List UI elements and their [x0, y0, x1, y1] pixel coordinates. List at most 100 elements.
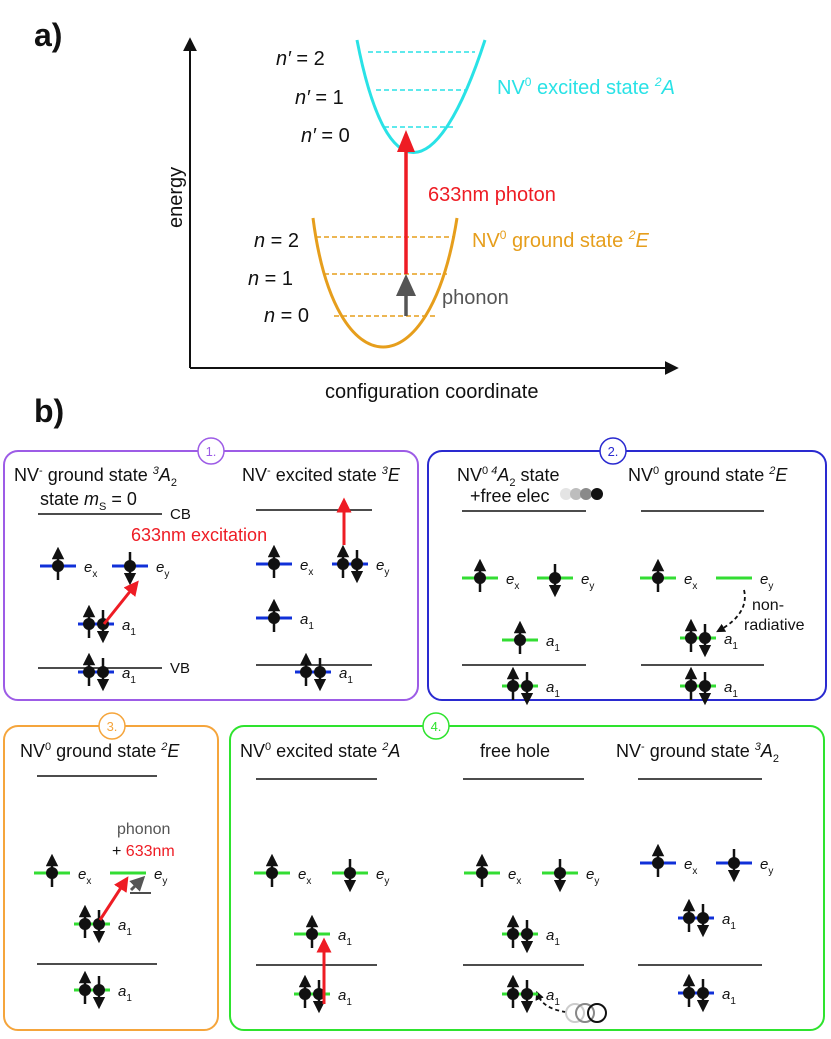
b2-a1: a1	[502, 620, 560, 654]
orbital-label-a1: a1	[338, 987, 352, 1008]
svg-text:n = 1: n = 1	[248, 268, 293, 290]
electron	[299, 988, 311, 1000]
orbital-label-a1: a1	[722, 986, 736, 1007]
excited-level-label-0: n′ = 0	[301, 125, 350, 147]
box4-middle-title: free hole	[480, 741, 550, 761]
electron	[683, 912, 695, 924]
b3-ex: ex	[34, 853, 91, 887]
b1r-a1: a1	[256, 598, 314, 632]
b4-ex: ex	[254, 853, 311, 887]
electron	[344, 867, 356, 879]
orbital-label-ex: ex	[684, 856, 697, 877]
box2-left-title: NV0 4A2 state	[457, 465, 560, 489]
b4r-ex: ex	[640, 843, 697, 877]
photon-label: 633nm photon	[428, 184, 556, 206]
orbital-label-ex: ex	[84, 559, 97, 580]
ground-level-label-2: n = 2	[254, 230, 299, 252]
ground-level-label-0: n = 0	[264, 305, 309, 327]
electron	[46, 867, 58, 879]
electron	[79, 918, 91, 930]
electron	[699, 680, 711, 692]
free-electron-trail	[560, 488, 603, 500]
electron	[554, 867, 566, 879]
ground-state-title: NV0 ground state 2E	[472, 228, 649, 252]
electron	[351, 558, 363, 570]
orbital-label-ex: ex	[78, 866, 91, 887]
box-4	[229, 725, 825, 1031]
box3-phonon-arrow	[129, 875, 146, 892]
orbital-label-a1: a1	[724, 631, 738, 652]
orbital-label-ey: ey	[156, 559, 169, 580]
box-1-number: 1.	[206, 444, 217, 459]
b1-vb-a1: a1	[78, 652, 136, 692]
b4-ey: ey	[332, 859, 389, 893]
orbital-label-a1: a1	[546, 679, 560, 700]
electron	[124, 560, 136, 572]
electron	[652, 572, 664, 584]
b3-vb-a1: a1	[74, 970, 132, 1010]
electron	[313, 988, 325, 1000]
electron	[83, 618, 95, 630]
electron	[728, 857, 740, 869]
b4-vb-a1: a1	[294, 974, 352, 1014]
electron	[83, 666, 95, 678]
electron	[521, 928, 533, 940]
electron	[93, 918, 105, 930]
electron	[93, 984, 105, 996]
b4-a1: a1	[294, 914, 352, 948]
electron	[306, 928, 318, 940]
b1-ex: ex	[40, 546, 97, 580]
orbital-label-ey: ey	[154, 866, 167, 887]
box1-excitation-arrow	[102, 580, 139, 625]
box-3-badge	[98, 712, 126, 740]
nonradiative-arrow	[716, 589, 746, 633]
box1-right-title: NV- excited state 3E	[242, 465, 401, 485]
orbital-label-a1: a1	[118, 983, 132, 1004]
ground-state-parabola	[311, 217, 459, 349]
box3-title: NV0 ground state 2E	[20, 741, 180, 761]
box1-left-title-line2: state mS = 0	[40, 489, 137, 513]
photon-arrowhead	[397, 130, 415, 152]
orbital-label-a1: a1	[122, 665, 136, 686]
electron	[507, 928, 519, 940]
box3-laser-label: + 633nm	[112, 843, 175, 860]
orbital-label-ex: ex	[506, 571, 519, 592]
box1-cb-label: CB	[170, 506, 191, 523]
orbital-label-ey: ey	[586, 866, 599, 887]
orbital-label-a1: a1	[339, 665, 353, 686]
box-2-number: 2.	[608, 444, 619, 459]
box4-left-title: NV0 excited state 2A	[240, 741, 400, 761]
electron	[52, 560, 64, 572]
orbital-label-ex: ex	[300, 557, 313, 578]
orbital-label-ey: ey	[760, 571, 773, 592]
b3-ey: ey	[110, 866, 167, 887]
electron	[507, 988, 519, 1000]
electron	[697, 987, 709, 999]
electron	[514, 634, 526, 646]
box-2	[427, 450, 827, 701]
b2r-ey: ey	[716, 571, 773, 592]
box2-nonrad-label-1: non-	[752, 597, 784, 614]
electron	[685, 632, 697, 644]
electron	[521, 680, 533, 692]
orbital-label-a1: a1	[300, 611, 314, 632]
box-2-badge	[599, 437, 627, 465]
electron	[521, 988, 533, 1000]
electron	[266, 867, 278, 879]
b4m-a1: a1	[502, 914, 560, 954]
orbital-label-a1: a1	[118, 917, 132, 938]
electron	[697, 912, 709, 924]
electron	[97, 666, 109, 678]
b1r-ex: ex	[256, 544, 313, 578]
electron	[474, 572, 486, 584]
panel-b-label: b)	[34, 393, 64, 429]
box1-left-title: NV- ground state 3A2	[14, 465, 177, 489]
b2r-vb-a1: a1	[680, 666, 738, 706]
b4r-a1: a1	[678, 898, 736, 938]
phonon-label: phonon	[442, 287, 509, 309]
orbital-label-a1: a1	[546, 633, 560, 654]
electron	[652, 857, 664, 869]
electron	[549, 572, 561, 584]
box4-right-title: NV- ground state 3A2	[616, 741, 779, 765]
